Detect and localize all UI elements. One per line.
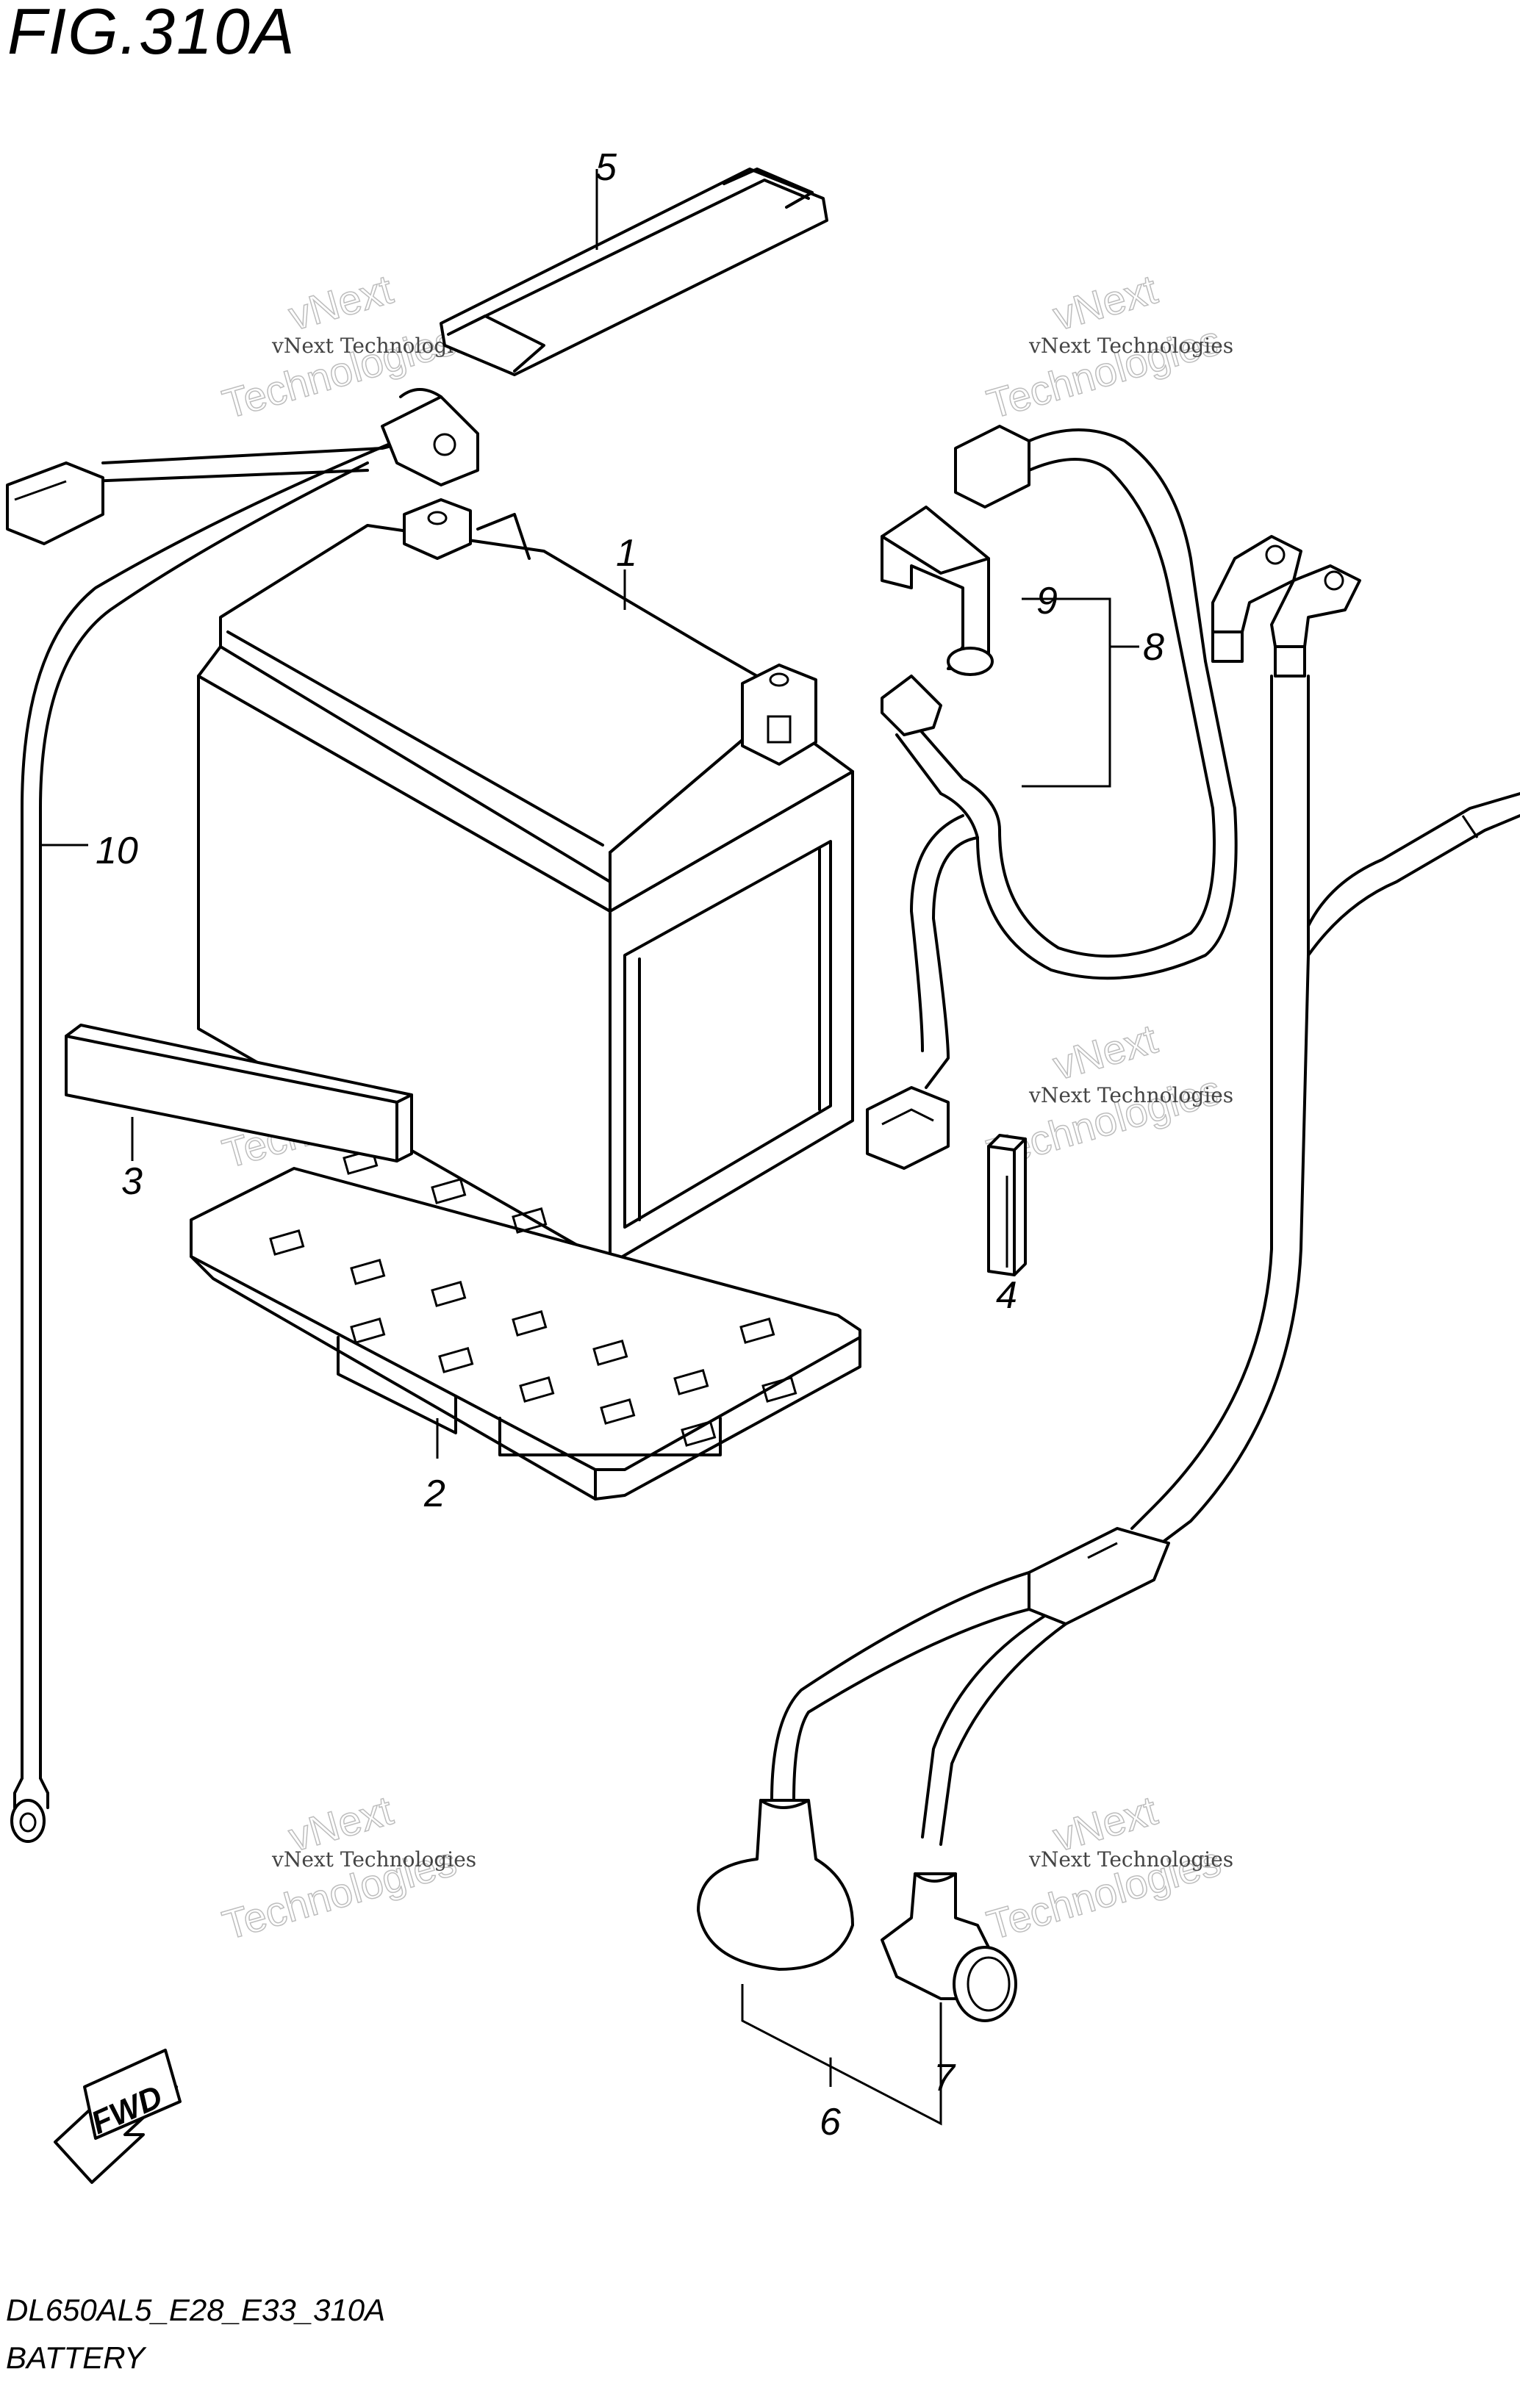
watermark-bottom-right: vNext Technologies vNext Technologies <box>981 1786 1233 1949</box>
watermark-bottom-left: vNext Technologies vNext Technologies <box>217 1786 476 1949</box>
figure-code: DL650AL5_E28_E33_310A <box>6 2293 386 2327</box>
callout-8: 8 <box>1143 626 1164 669</box>
callout-1: 1 <box>616 532 637 575</box>
battery-tray-icon <box>190 1149 861 1500</box>
callout-7: 7 <box>933 2057 956 2099</box>
callout-leaders <box>40 169 1139 2126</box>
callout-6: 6 <box>820 2101 841 2143</box>
svg-text:vNext Technologies: vNext Technologies <box>1028 334 1233 358</box>
figure-name: BATTERY <box>6 2340 146 2375</box>
callout-5: 5 <box>595 146 617 189</box>
ground-cable-icon <box>6 388 479 1843</box>
battery-band-icon <box>440 168 828 376</box>
main-harness-icon <box>697 564 1520 1971</box>
svg-text:vNext: vNext <box>1048 1015 1162 1088</box>
callout-4: 4 <box>996 1274 1017 1317</box>
callout-9: 9 <box>1036 580 1058 622</box>
callout-2: 2 <box>423 1473 445 1515</box>
terminal-cap-icon <box>881 506 994 676</box>
svg-text:vNext: vNext <box>1048 265 1162 339</box>
pad-icon <box>65 1024 413 1162</box>
callout-10: 10 <box>96 830 138 872</box>
cable-assembly-icon <box>866 425 1302 1170</box>
svg-text:vNext Technologies: vNext Technologies <box>1028 1083 1233 1107</box>
fwd-arrow-icon: FWD <box>54 2049 182 2184</box>
svg-text:vNext Technologies: vNext Technologies <box>271 1847 476 1872</box>
callout-3: 3 <box>121 1160 143 1203</box>
battery-icon <box>197 498 854 1265</box>
watermark-top-right: vNext Technologies vNext Technologies <box>981 265 1233 428</box>
terminal-cover-icon <box>881 1872 1017 2022</box>
figure-title: FIG.310A <box>7 0 296 68</box>
svg-text:vNext Technologies: vNext Technologies <box>1028 1847 1233 1872</box>
svg-text:vNext: vNext <box>284 265 398 339</box>
